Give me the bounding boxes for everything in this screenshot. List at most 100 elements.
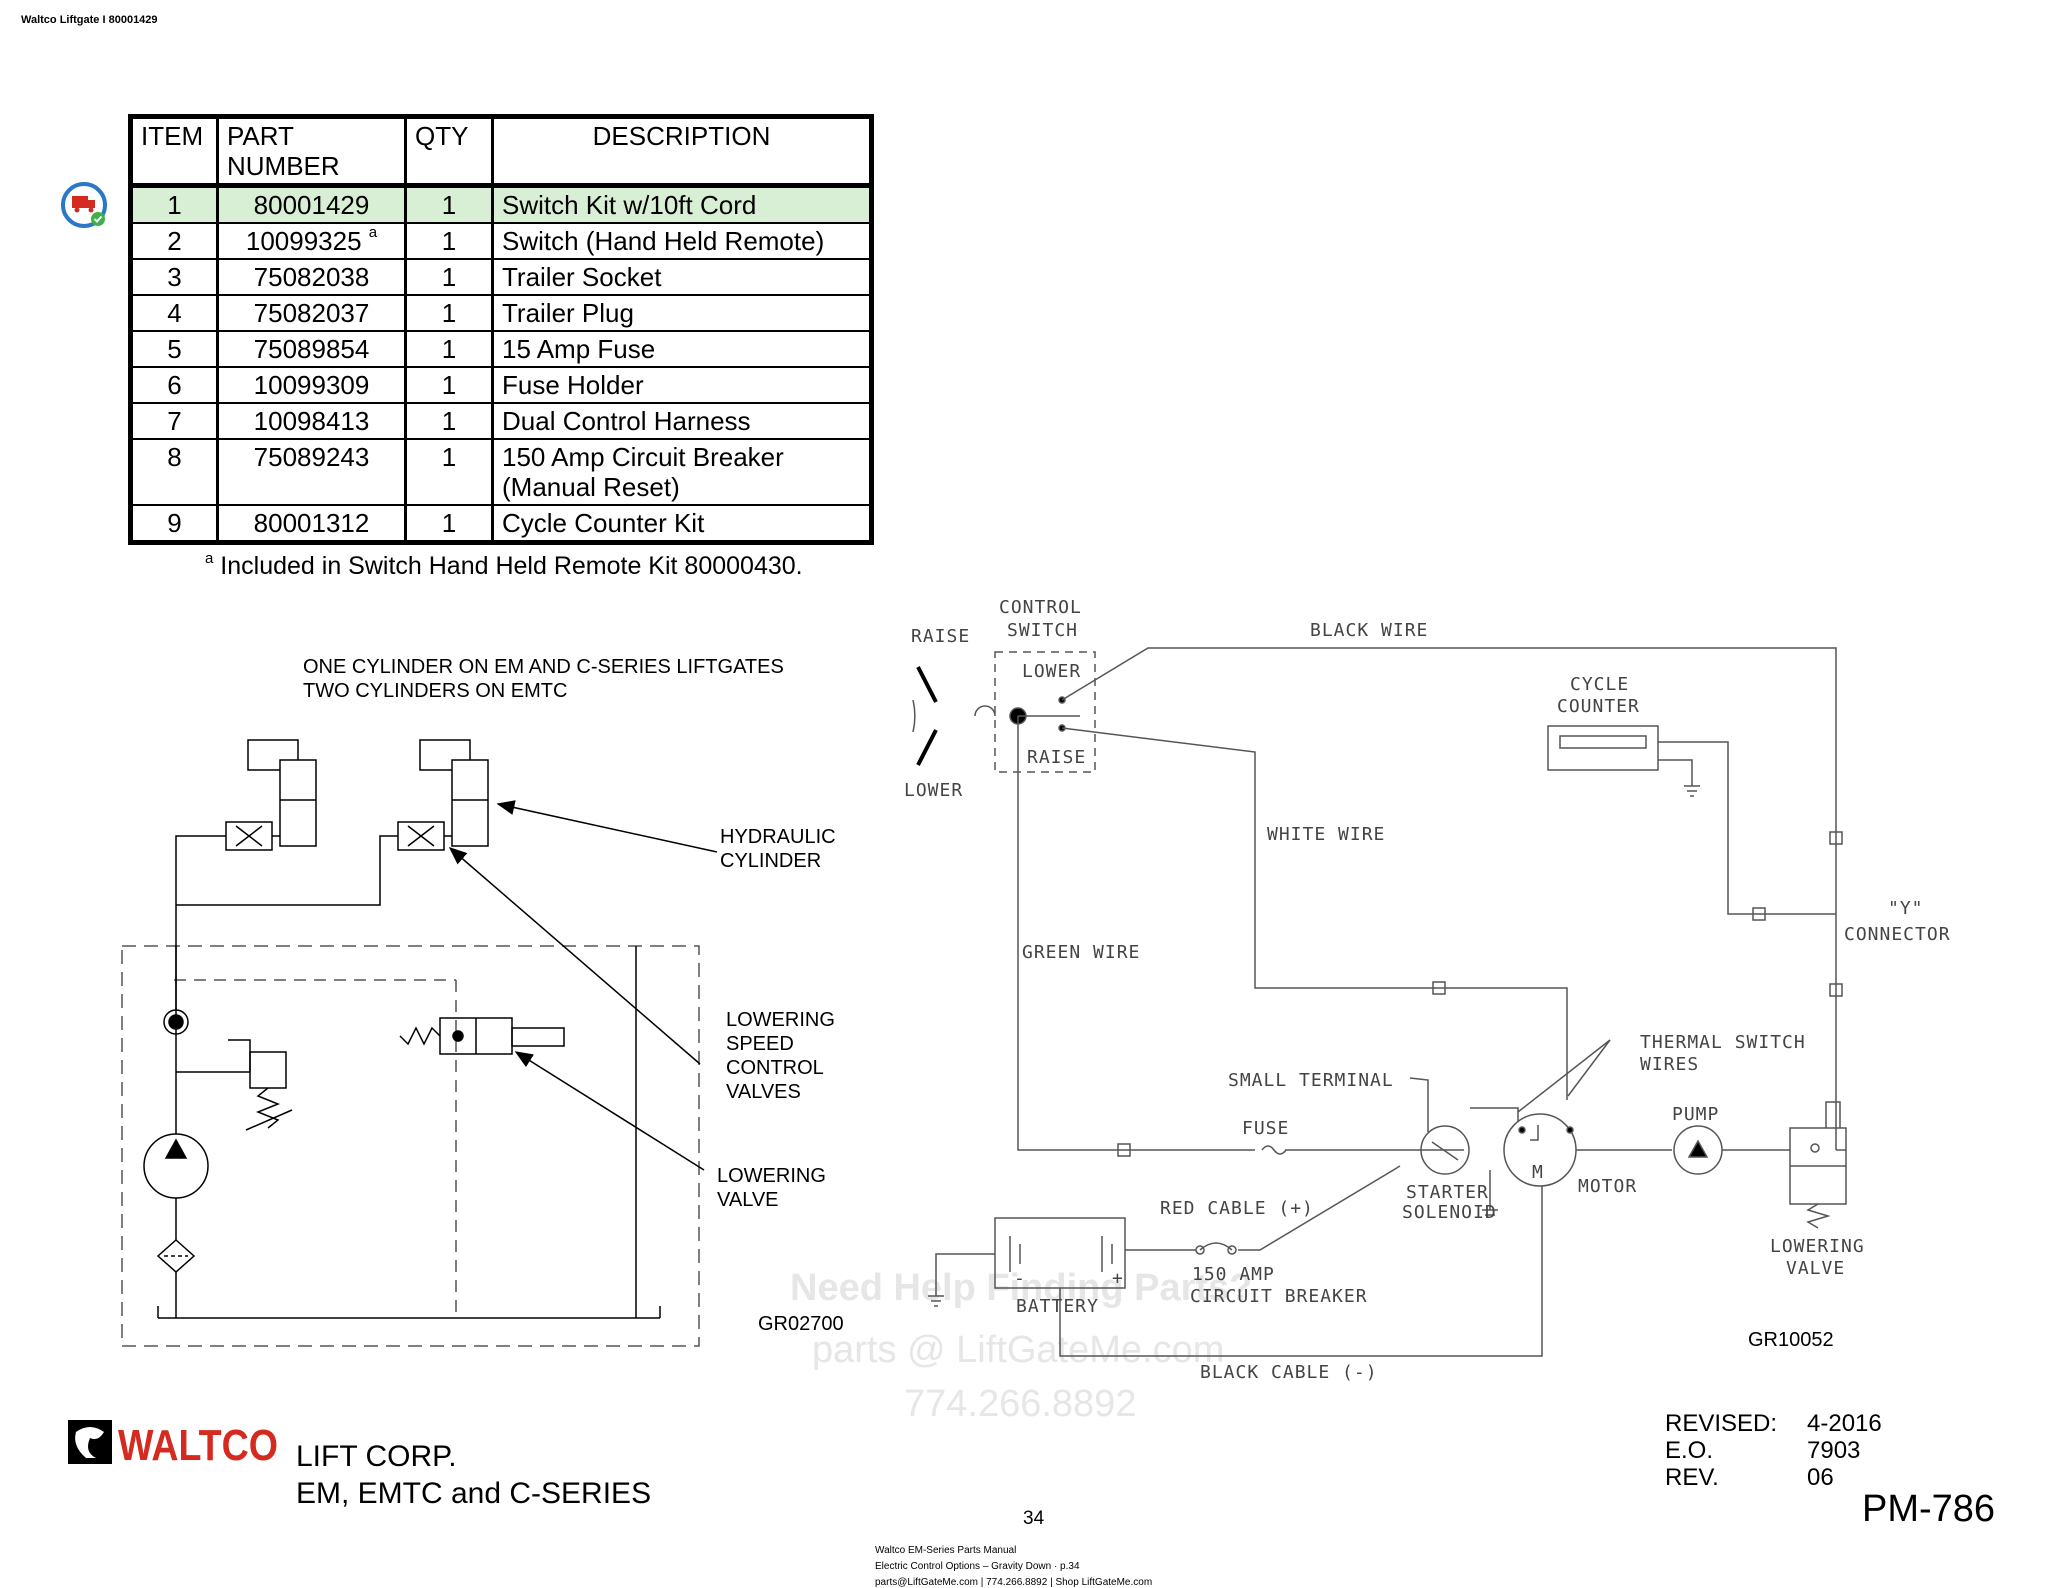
svg-text:VALVE: VALVE	[717, 1189, 779, 1211]
cell-part-number: 75089243	[216, 439, 407, 506]
cell-part-number: 80001312	[216, 505, 407, 544]
watermark: Need Help Finding Parts? parts @ LiftGat…	[790, 1267, 1252, 1425]
cell-description: Fuse Holder	[491, 367, 873, 404]
svg-text:parts @ LiftGateMe.com: parts @ LiftGateMe.com	[812, 1329, 1224, 1371]
svg-text:SPEED: SPEED	[726, 1033, 794, 1055]
svg-text:WIRES: WIRES	[1640, 1054, 1699, 1075]
svg-text:BATTERY: BATTERY	[1016, 1296, 1099, 1317]
cell-part-number: 10098413	[216, 403, 407, 440]
cell-item: 7	[129, 403, 219, 440]
cell-item: 3	[129, 259, 219, 296]
page-header-title: Waltco Liftgate I 80001429	[21, 14, 158, 26]
brand-title: LIFT CORP.	[296, 1440, 457, 1473]
cell-item: 2	[129, 223, 219, 260]
cell-item: 8	[129, 439, 219, 506]
col-header-item: ITEM	[129, 116, 219, 188]
col-header-description: DESCRIPTION	[491, 116, 873, 188]
cell-description: Switch (Hand Held Remote)	[491, 223, 873, 260]
revision-block: REVISED:4-2016 E.O.7903 REV.06	[1665, 1410, 1882, 1491]
svg-text:LOWERING: LOWERING	[726, 1009, 835, 1031]
svg-text:THERMAL SWITCH: THERMAL SWITCH	[1640, 1032, 1806, 1053]
svg-text:"Y": "Y"	[1888, 898, 1924, 919]
svg-text:TWO CYLINDERS ON EMTC: TWO CYLINDERS ON EMTC	[303, 680, 567, 702]
hydraulic-labels: ONE CYLINDER ON EM AND C-SERIES LIFTGATE…	[303, 656, 844, 1335]
col-header-qty: QTY	[404, 116, 494, 188]
cell-description: Switch Kit w/10ft Cord	[491, 185, 873, 224]
cell-part-number: 75089854	[216, 331, 407, 368]
cell-qty: 1	[404, 505, 494, 544]
cell-qty: 1	[404, 331, 494, 368]
svg-text:COUNTER: COUNTER	[1557, 696, 1640, 717]
svg-text:SWITCH: SWITCH	[1007, 620, 1078, 641]
cell-part-number: 10099309	[216, 367, 407, 404]
electrical-schematic	[912, 647, 1847, 1357]
svg-text:M: M	[1532, 1162, 1544, 1183]
electrical-labels: CONTROL SWITCH RAISE LOWER LOWER RAISE B…	[904, 597, 1951, 1383]
cell-qty: 1	[404, 259, 494, 296]
hydraulic-diagram	[121, 739, 718, 1347]
svg-text:CYCLE: CYCLE	[1570, 674, 1629, 695]
svg-text:BLACK WIRE: BLACK WIRE	[1310, 620, 1428, 641]
cell-item: 1	[129, 185, 219, 224]
footer-line-1: Waltco EM-Series Parts Manual	[875, 1545, 1017, 1556]
svg-text:HYDRAULIC: HYDRAULIC	[720, 826, 836, 848]
cell-item: 6	[129, 367, 219, 404]
cell-description: Trailer Plug	[491, 295, 873, 332]
svg-text:774.266.8892: 774.266.8892	[904, 1383, 1136, 1425]
svg-text:RAISE: RAISE	[911, 626, 970, 647]
cell-item: 9	[129, 505, 219, 544]
footer-line-2: Electric Control Options – Gravity Down …	[875, 1561, 1080, 1572]
svg-text:150 AMP: 150 AMP	[1192, 1264, 1275, 1285]
svg-text:LOWERING: LOWERING	[717, 1165, 826, 1187]
svg-text:SOLENOID: SOLENOID	[1402, 1202, 1497, 1223]
svg-text:-: -	[1014, 1268, 1026, 1289]
svg-text:GR02700: GR02700	[758, 1313, 844, 1335]
svg-text:GREEN WIRE: GREEN WIRE	[1022, 942, 1140, 963]
svg-text:LOWER: LOWER	[904, 780, 963, 801]
svg-text:CYLINDER: CYLINDER	[720, 850, 821, 872]
cell-part-number: 75082037	[216, 295, 407, 332]
table-footnote: a Included in Switch Hand Held Remote Ki…	[205, 550, 803, 580]
cell-description: Trailer Socket	[491, 259, 873, 296]
cell-part-number: 80001429	[216, 185, 407, 224]
svg-text:GR10052: GR10052	[1748, 1329, 1834, 1351]
svg-text:CONTROL: CONTROL	[726, 1057, 824, 1079]
cell-description: Cycle Counter Kit	[491, 505, 873, 544]
svg-text:PUMP: PUMP	[1672, 1104, 1719, 1125]
page-number: 34	[1023, 1508, 1045, 1529]
svg-text:ONE CYLINDER ON EM AND C-SERIE: ONE CYLINDER ON EM AND C-SERIES LIFTGATE…	[303, 656, 784, 678]
cell-superscript: a	[368, 224, 378, 241]
cell-part-number: 75082038	[216, 259, 407, 296]
svg-text:CONNECTOR: CONNECTOR	[1844, 924, 1951, 945]
cell-description: 150 Amp Circuit Breaker(Manual Reset)	[491, 439, 873, 506]
svg-text:STARTER: STARTER	[1406, 1182, 1489, 1203]
svg-text:CONTROL: CONTROL	[999, 597, 1082, 618]
svg-text:+: +	[1112, 1268, 1124, 1289]
svg-text:RAISE: RAISE	[1027, 747, 1086, 768]
svg-text:MOTOR: MOTOR	[1578, 1176, 1637, 1197]
truck-badge-icon[interactable]	[60, 181, 108, 229]
cell-qty: 1	[404, 185, 494, 224]
svg-text:VALVES: VALVES	[726, 1081, 801, 1103]
cell-qty: 1	[404, 367, 494, 404]
cell-description: Dual Control Harness	[491, 403, 873, 440]
brand-subtitle: EM, EMTC and C-SERIES	[296, 1477, 652, 1510]
cell-qty: 1	[404, 439, 494, 506]
svg-text:RED CABLE (+): RED CABLE (+)	[1160, 1198, 1314, 1219]
cell-qty: 1	[404, 403, 494, 440]
svg-text:SMALL TERMINAL: SMALL TERMINAL	[1228, 1070, 1394, 1091]
svg-text:VALVE: VALVE	[1786, 1258, 1845, 1279]
